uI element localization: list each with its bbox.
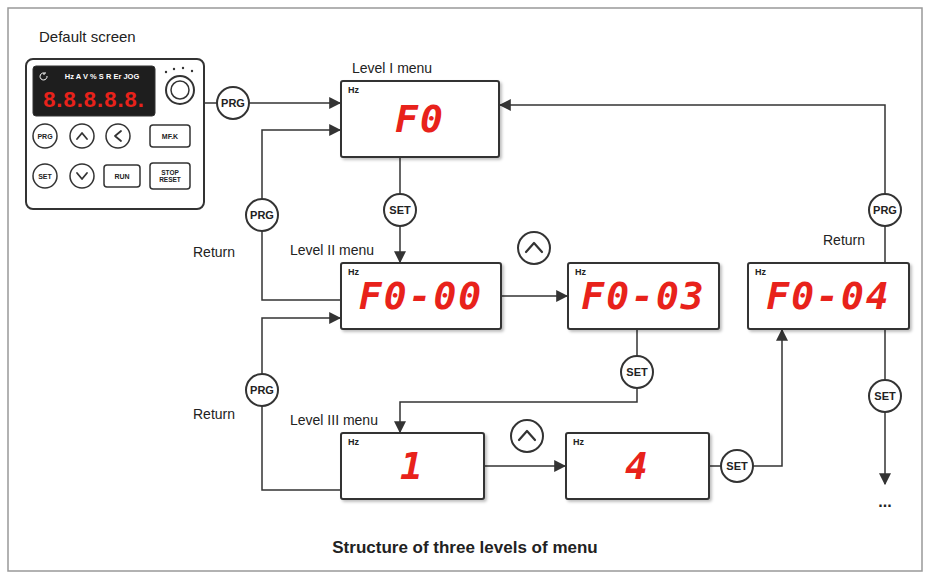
connector-arrow [400, 330, 637, 432]
connector-arrow [710, 330, 782, 466]
up-button [70, 124, 94, 148]
button-label: SET [38, 173, 52, 180]
menu-display-box: Level II menuHzF0-00 [340, 262, 502, 330]
connector-arrow [262, 318, 340, 490]
down-button [70, 164, 94, 188]
up-key-symbol [511, 420, 543, 452]
figure-frame [8, 8, 922, 571]
key-symbol: PRG [868, 193, 902, 227]
connector-arrow [502, 295, 567, 297]
knob-dot [191, 70, 193, 72]
menu-code: F0-04 [766, 274, 890, 318]
key-symbol: PRG [245, 373, 279, 407]
key-symbol: SET [720, 449, 754, 483]
unit-indicator: Hz [755, 267, 766, 277]
return-label: Return [191, 406, 237, 422]
menu-display-box: HzF0-04 [747, 262, 910, 330]
menu-heading: Level II menu [290, 242, 374, 258]
set-button [33, 164, 57, 188]
rotation-icon [40, 73, 47, 80]
menu-code: F0-03 [581, 274, 705, 318]
return-label: Return [821, 232, 867, 248]
display-window [33, 66, 155, 116]
unit-indicator: Hz [573, 437, 584, 447]
connector-arrow [500, 105, 885, 262]
led-digits: 8.8.8.8.8. [43, 87, 145, 113]
up-key-symbol [518, 232, 550, 264]
knob-dot [165, 71, 167, 73]
menu-code: 1 [400, 444, 425, 488]
key-symbol: SET [383, 193, 417, 227]
return-label: Return [191, 244, 237, 260]
indicator-row: Hz A V % S R Er JOG [65, 72, 139, 81]
up-chevron [77, 133, 87, 139]
potentiometer-knob [166, 76, 194, 104]
key-symbol: SET [620, 355, 654, 389]
menu-code: F0 [395, 97, 445, 141]
button-label: RUN [114, 173, 129, 180]
button-label: MF.K [162, 133, 178, 140]
run-button [104, 165, 140, 187]
menu-heading: Level I menu [352, 60, 432, 76]
menu-code: F0-00 [359, 274, 483, 318]
unit-indicator: Hz [348, 437, 359, 447]
menu-display-box: Level I menuHzF0 [340, 80, 500, 158]
menu-display-box: Hz 4 [565, 432, 710, 500]
knob-inner [171, 81, 189, 99]
connector-arrow [485, 465, 565, 467]
shift-button [106, 124, 130, 148]
key-symbol: PRG [245, 198, 279, 232]
down-chevron [77, 173, 87, 179]
mfk-button [150, 125, 190, 147]
prg-button [33, 124, 57, 148]
continuation-mark: ... [878, 493, 891, 511]
figure-caption: Structure of three levels of menu [0, 538, 930, 558]
button-label: PRG [37, 133, 52, 140]
button-label: STOP RESET [155, 169, 185, 183]
menu-heading: Level III menu [290, 412, 378, 428]
knob-dot [173, 68, 175, 70]
key-symbol: SET [868, 379, 902, 413]
stop-reset-button [150, 163, 190, 189]
menu-display-box: HzF0-03 [567, 262, 720, 330]
unit-indicator: Hz [348, 267, 359, 277]
menu-code: 4 [625, 444, 650, 488]
menu-display-box: Level III menuHz1 [340, 432, 485, 500]
knob-dot [182, 67, 184, 69]
key-symbol: PRG [216, 86, 250, 120]
unit-indicator: Hz [348, 85, 359, 95]
menu-heading: Default screen [39, 28, 136, 45]
left-chevron [115, 131, 121, 141]
